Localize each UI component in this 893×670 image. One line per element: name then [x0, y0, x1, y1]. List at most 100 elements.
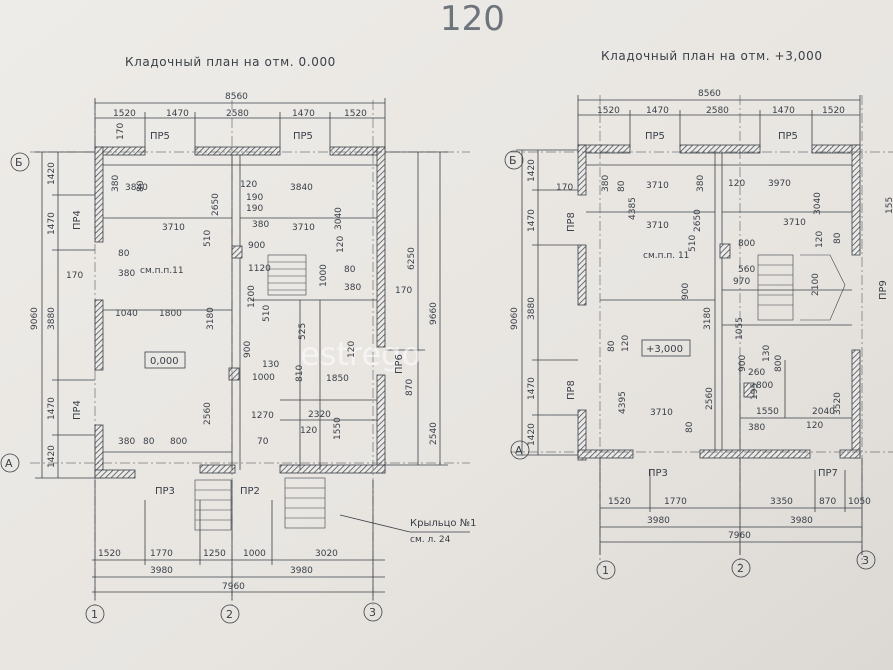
- left-top-dim: 1520: [113, 109, 136, 119]
- left-inner-dim: 130: [262, 360, 279, 370]
- left-axis-1: 1: [91, 608, 98, 621]
- right-inner-dim: 3710: [646, 181, 669, 191]
- right-inner-dim: 2100: [811, 273, 821, 296]
- right-inner-dim: 2560: [705, 387, 715, 410]
- left-inner-dim: 3710: [162, 223, 185, 233]
- porch-reference: см. л. 24: [410, 535, 451, 545]
- right-side-dim: 9060: [510, 307, 520, 330]
- right-top-dim: 1470: [646, 106, 669, 116]
- right-side-dim: 170: [556, 183, 573, 193]
- right-inner-dim: 260: [748, 368, 765, 378]
- right-inner-dim: 80: [685, 421, 695, 433]
- left-top-dim: 8560: [225, 92, 248, 102]
- left-side-dim: 170: [66, 271, 83, 281]
- right-bottom-dim: 1520: [608, 497, 631, 507]
- right-top-dim: 2580: [706, 106, 729, 116]
- left-right-dim: 870: [405, 379, 415, 396]
- right-axis-1: 1: [602, 564, 609, 577]
- right-plan-title: Кладочный план на отм. +3,000: [601, 49, 823, 63]
- left-inner-dim: 1000: [252, 373, 275, 383]
- left-inner-dim: 525: [298, 323, 308, 340]
- right-axis-b: Б: [509, 154, 517, 167]
- right-bottom-dim: 870: [819, 497, 836, 507]
- left-inner-dim: 1850: [326, 374, 349, 384]
- left-inner-dim: 2320: [308, 410, 331, 420]
- right-lintel: ПР5: [778, 131, 798, 142]
- porch-label: Крыльцо №1: [410, 518, 477, 529]
- left-inner-dim: 380: [118, 437, 135, 447]
- left-inner-dim: 120: [336, 236, 346, 253]
- sheet-number: 120: [440, 0, 505, 39]
- left-axis-2: 2: [226, 608, 233, 621]
- right-inner-dim: 380: [696, 175, 706, 192]
- left-level-mark: 0,000: [150, 356, 179, 367]
- right-level-mark: +3,000: [646, 344, 683, 355]
- left-inner-dim: 380: [344, 283, 361, 293]
- right-inner-dim: 970: [733, 277, 750, 287]
- right-inner-dim: 80: [833, 232, 843, 244]
- left-inner-dim: 120: [240, 180, 257, 190]
- right-inner-dim: 120: [815, 231, 825, 248]
- right-inner-dim: 80: [607, 340, 617, 352]
- left-inner-dim: 80: [136, 180, 146, 192]
- left-side-dim: 1470: [47, 397, 57, 420]
- right-note: см.п.п. 11: [643, 251, 689, 261]
- left-top-dim: 1520: [344, 109, 367, 119]
- left-side-dim: 1420: [47, 162, 57, 185]
- right-inner-dim: 3520: [833, 392, 843, 415]
- right-top-dim: 1470: [772, 106, 795, 116]
- left-inner-dim: 1270: [251, 411, 274, 421]
- left-right-dim: 170: [395, 286, 412, 296]
- right-lintel: ПР9: [878, 280, 889, 300]
- left-inner-dim: 80: [118, 249, 130, 259]
- watermark: estrego: [300, 335, 421, 373]
- right-top-dim: 1520: [822, 106, 845, 116]
- right-inner-dim: 3710: [650, 408, 673, 418]
- left-bottom-dim: 1770: [150, 549, 173, 559]
- right-axis-a: А: [515, 444, 523, 457]
- left-lintel: ПР6: [394, 354, 405, 374]
- right-right-dim: 155: [885, 197, 893, 214]
- left-inner-dim: 120: [347, 341, 357, 358]
- right-lintel: ПР8: [566, 212, 577, 232]
- right-inner-dim: 3180: [703, 307, 713, 330]
- right-axis-3: 3: [862, 554, 869, 567]
- left-inner-dim: 1040: [115, 309, 138, 319]
- right-bottom-dim: 1050: [848, 497, 871, 507]
- left-top-dim: 2580: [226, 109, 249, 119]
- left-axis-a: А: [5, 457, 13, 470]
- right-inner-dim: 2040: [812, 407, 835, 417]
- left-inner-dim: 120: [300, 426, 317, 436]
- left-inner-dim: 380: [118, 269, 135, 279]
- left-inner-dim: 190: [246, 204, 263, 214]
- right-side-dim: 1470: [527, 377, 537, 400]
- right-inner-dim: 80: [617, 180, 627, 192]
- left-inner-dim: 3710: [292, 223, 315, 233]
- left-lintel: ПР5: [293, 131, 313, 142]
- right-inner-dim: 900: [738, 355, 748, 372]
- right-lintel: ПР3: [648, 468, 668, 479]
- right-side-dim: 3880: [527, 297, 537, 320]
- left-right-dim: 2540: [429, 422, 439, 445]
- right-side-dim: 1470: [527, 209, 537, 232]
- left-inner-dim: 70: [257, 437, 269, 447]
- left-bottom-dim: 3980: [290, 566, 313, 576]
- right-inner-dim: 380: [748, 423, 765, 433]
- right-inner-dim: 3040: [813, 192, 823, 215]
- left-inner-dim: 1120: [248, 264, 271, 274]
- left-lintel: ПР5: [150, 131, 170, 142]
- left-inner-dim: 1000: [319, 264, 329, 287]
- right-inner-dim: 120: [728, 179, 745, 189]
- right-top-dim: 1520: [597, 106, 620, 116]
- right-lintel: ПР7: [818, 468, 838, 479]
- right-inner-dim: 2650: [693, 209, 703, 232]
- left-inner-dim: 510: [203, 230, 213, 247]
- left-bottom-dim: 7960: [222, 582, 245, 592]
- left-side-dim: 1470: [47, 212, 57, 235]
- left-right-dim: 9660: [429, 302, 439, 325]
- left-inner-dim: 190: [246, 193, 263, 203]
- left-inner-dim: 510: [262, 305, 272, 322]
